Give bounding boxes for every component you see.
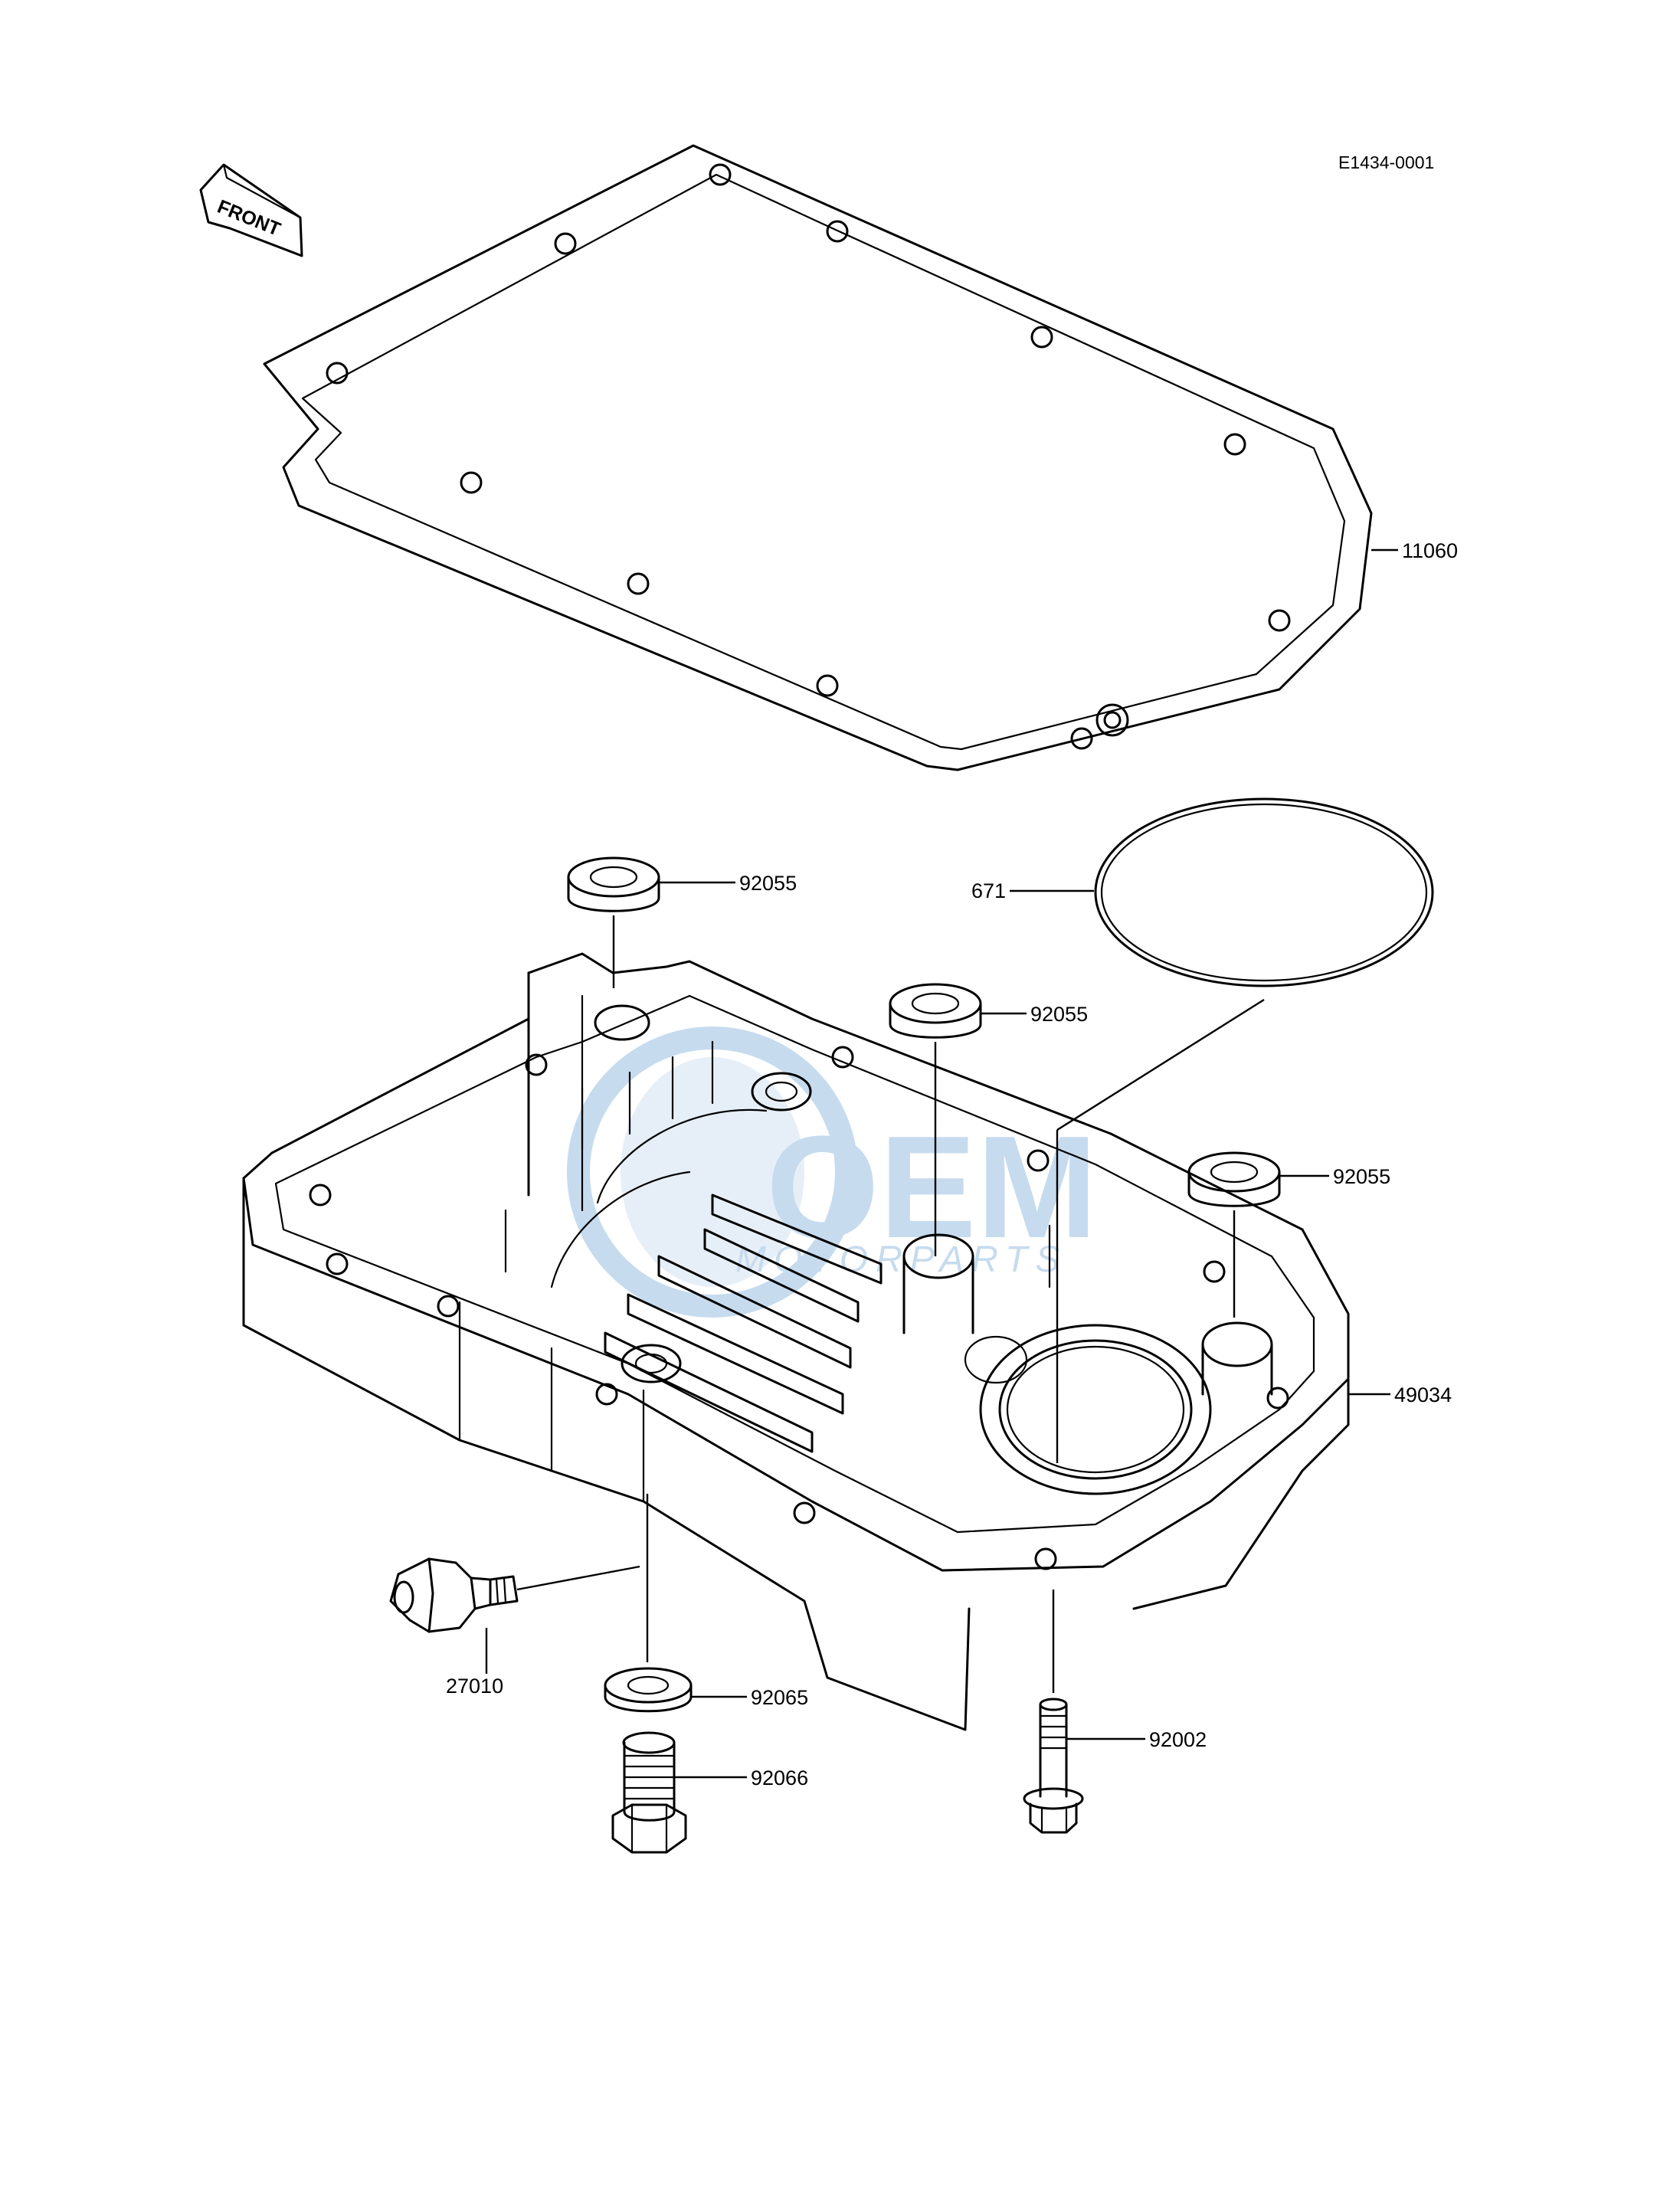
gasket-bolt-holes: [326, 163, 1291, 750]
label-92065: 92065: [751, 1686, 808, 1709]
label-27010: 27010: [446, 1675, 503, 1698]
watermark-globe: [567, 1026, 858, 1318]
oil-pan-flange-holes: [309, 1046, 1289, 1570]
oem-watermark: OEM MOTORPARTS: [567, 1026, 1098, 1318]
oil-pan-gasket: [263, 144, 1373, 771]
front-arrow-icon: FRONT: [199, 163, 303, 257]
oil-pressure-switch: [389, 1557, 519, 1633]
drain-plug: [611, 1731, 687, 1854]
label-671: 671: [971, 879, 1006, 902]
o-ring: [1094, 797, 1434, 987]
oil-pan-bosses: [594, 1004, 1273, 1396]
label-92002: 92002: [1149, 1728, 1207, 1751]
collar-92055-top: [567, 856, 660, 912]
oil-pan-fins: [604, 1193, 883, 1453]
watermark-brand: OEM: [766, 1106, 1098, 1269]
label-11060: 11060: [1402, 539, 1458, 562]
label-92055-top: 92055: [739, 872, 797, 895]
label-92055-right: 92055: [1333, 1165, 1390, 1188]
oil-pan: [242, 952, 1350, 1731]
collar-92055-middle: [889, 983, 982, 1039]
flange-bolt: [1023, 1698, 1084, 1834]
drawing-id: E1434-0001: [1338, 152, 1434, 172]
washer: [604, 1667, 693, 1713]
watermark-sub: MOTORPARTS: [735, 1239, 1067, 1280]
label-92066: 92066: [751, 1766, 808, 1789]
label-92055-middle: 92055: [1030, 1003, 1088, 1026]
label-49034: 49034: [1394, 1383, 1452, 1406]
